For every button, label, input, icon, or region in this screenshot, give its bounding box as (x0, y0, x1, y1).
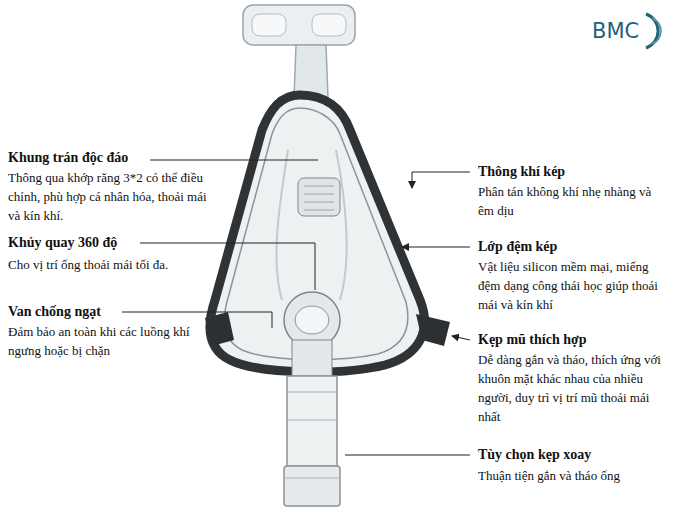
part-heading: Van chống ngạt (8, 303, 101, 321)
part-description: Dễ dàng gắn và tháo, thích ứng với khuôn… (478, 350, 666, 426)
part-description: Vật liệu silicon mềm mại, miếng đệm dạng… (478, 257, 666, 314)
part-description: Thông qua khớp răng 3*2 có thể điều chỉn… (8, 168, 213, 225)
part-description: Thuận tiện gắn và tháo ống (478, 466, 666, 485)
part-heading: Khung trán độc đáo (8, 149, 128, 167)
part-heading: Khủy quay 360 độ (8, 234, 117, 252)
part-heading: Kẹp mũ thích hợp (478, 331, 587, 349)
part-description: Cho vị trí ống thoải mái tối đa. (8, 255, 208, 274)
part-heading: Thông khí kép (478, 163, 565, 181)
part-heading: Tùy chọn kẹp xoay (478, 446, 591, 464)
part-description: Đảm bảo an toàn khi các luồng khí ngưng … (8, 322, 193, 360)
brand-logo: BMC (592, 19, 639, 43)
part-description: Phân tán không khí nhẹ nhàng và êm dịu (478, 182, 663, 220)
part-heading: Lớp đệm kép (478, 238, 557, 256)
